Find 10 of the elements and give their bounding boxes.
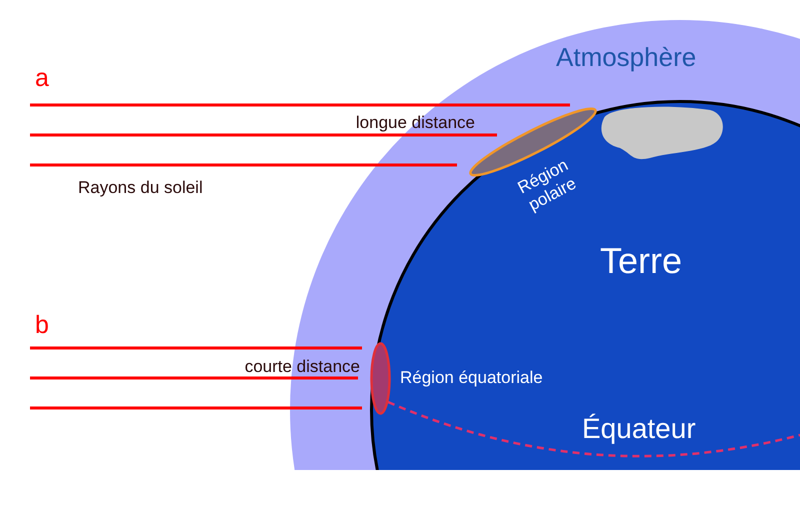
region-label: Région équatoriale xyxy=(400,368,543,388)
earth-label: Terre xyxy=(600,240,682,282)
atmosphere-label: Atmosphère xyxy=(556,42,696,73)
equator-label: Équateur xyxy=(582,413,696,445)
sun-rays-label: Rayons du soleil xyxy=(78,178,203,198)
atmosphere-band xyxy=(290,20,800,470)
ray-group-letter: b xyxy=(35,311,49,340)
ray-group-letter: a xyxy=(35,64,49,93)
distance-label: longue distance xyxy=(354,112,475,134)
distance-label: courte distance xyxy=(244,356,360,378)
